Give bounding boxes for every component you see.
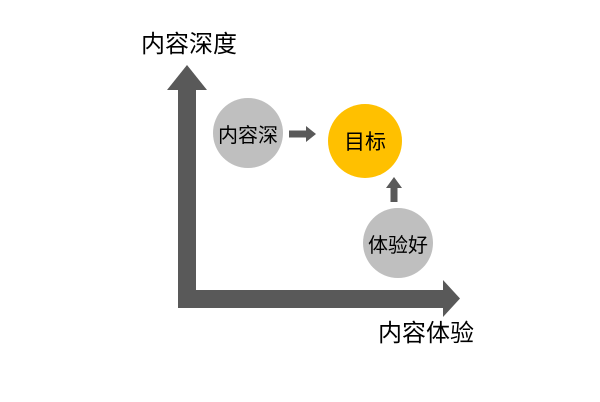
x-axis-arrowhead-icon	[443, 280, 460, 317]
x-axis-label: 内容体验	[378, 320, 474, 347]
node-content-depth: 内容深	[213, 98, 283, 168]
arrow-up-icon	[386, 177, 402, 202]
node-goal: 目标	[328, 104, 402, 178]
y-axis-arrowhead-icon	[167, 65, 207, 90]
y-axis-label: 内容深度	[141, 31, 237, 58]
node-experience: 体验好	[363, 208, 433, 278]
y-axis-line	[178, 86, 196, 308]
arrow-right-icon	[289, 126, 316, 142]
x-axis-line	[178, 290, 444, 308]
